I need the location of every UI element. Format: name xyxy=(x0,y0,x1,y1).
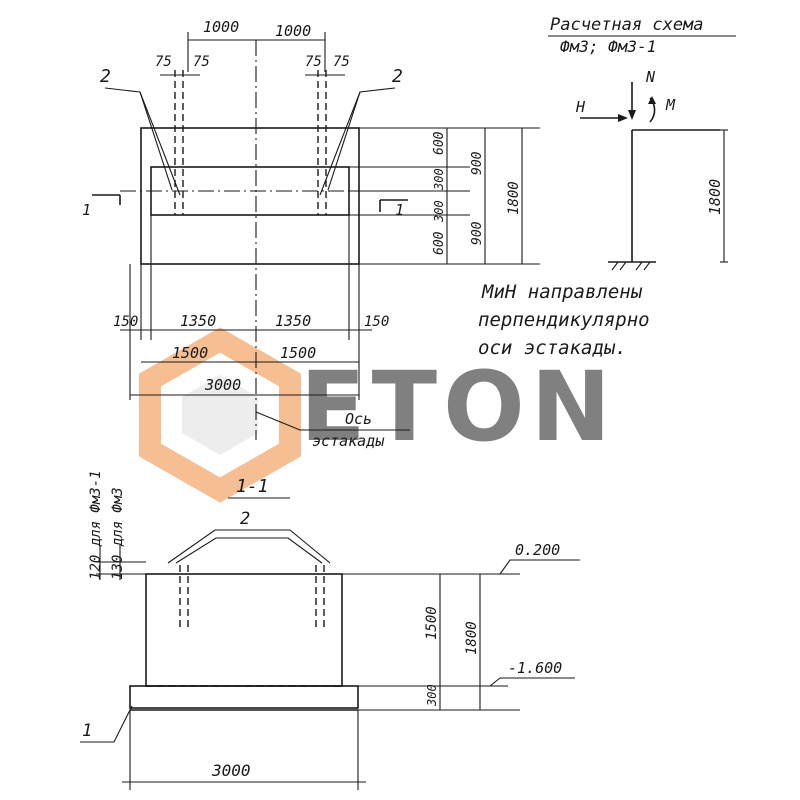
note: МиН направлены перпендикулярно оси эстак… xyxy=(478,281,650,359)
section-base-slab xyxy=(129,685,359,709)
plan-dim-150-right: 150 xyxy=(364,314,389,330)
calc-scheme: Расчетная схема Фм3; Фм3-1 1800 N H M xyxy=(548,15,736,271)
plan-axis-label-1: Ось xyxy=(345,410,372,428)
section-dim-1800: 1800 xyxy=(464,621,480,655)
watermark: ETON xyxy=(139,327,617,503)
plan-section-right: 1 xyxy=(395,201,404,219)
section-callout-base: 1 xyxy=(82,721,92,741)
scheme-height: 1800 xyxy=(706,179,724,215)
section-label-fm3: 130 для Фм3 xyxy=(110,487,126,580)
plan-dim-top-right: 1000 xyxy=(275,22,311,40)
plan-view: 2 2 1000 1000 75 75 75 75 1 1 600 300 30… xyxy=(82,18,540,450)
scheme-label-n: N xyxy=(645,68,656,86)
section-dim-300: 300 xyxy=(425,684,439,707)
section-title: 1-1 xyxy=(236,476,269,497)
plan-dim-300-b: 300 xyxy=(432,200,446,223)
plan-dim-1350-left: 1350 xyxy=(180,312,216,330)
plan-dim-1350-right: 1350 xyxy=(275,312,311,330)
watermark-text: ETON xyxy=(300,351,617,463)
scheme-label-h: H xyxy=(575,98,586,116)
section-view: 1-1 2 120 для Фм3-1 130 для Фм3 0.200 -1… xyxy=(80,470,580,790)
plan-axis-label-2: эстакады xyxy=(312,432,385,450)
plan-dim-900-top: 900 xyxy=(470,151,485,175)
watermark-logo-hex xyxy=(139,327,301,503)
scheme-title: Расчетная схема xyxy=(550,15,704,35)
section-callout-top: 2 xyxy=(240,509,250,529)
plan-dim-600-bottom: 600 xyxy=(432,231,447,255)
section-elev-top: 0.200 xyxy=(515,541,560,559)
plan-callout-right: 2 xyxy=(392,66,403,87)
section-elev-bottom: -1.600 xyxy=(508,659,562,677)
plan-section-left: 1 xyxy=(82,201,91,219)
plan-slab-outline xyxy=(140,127,360,265)
plan-dim-1500-right: 1500 xyxy=(280,344,316,362)
section-podium xyxy=(145,573,343,687)
plan-dim-1800: 1800 xyxy=(506,181,522,215)
plan-dim-600-top: 600 xyxy=(432,131,447,155)
plan-dim-900-bottom: 900 xyxy=(470,221,485,245)
section-label-fm31: 120 для Фм3-1 xyxy=(88,470,104,580)
scheme-subtitle: Фм3; Фм3-1 xyxy=(560,37,656,56)
plan-callout-left: 2 xyxy=(100,66,111,87)
plan-dim-1500-left: 1500 xyxy=(172,344,208,362)
plan-dim-top-left: 1000 xyxy=(203,18,239,36)
plan-bolt-left-b: 75 xyxy=(193,54,210,70)
note-line-3: оси эстакады. xyxy=(478,337,627,359)
plan-bolt-left-a: 75 xyxy=(155,54,172,70)
plan-dim-150-left: 150 xyxy=(113,314,138,330)
plan-bolt-right-a: 75 xyxy=(305,54,322,70)
plan-dim-300-a: 300 xyxy=(432,168,446,191)
scheme-label-m: M xyxy=(665,96,676,114)
section-dim-1500: 1500 xyxy=(424,606,440,640)
plan-dim-3000: 3000 xyxy=(204,376,241,394)
section-dim-3000: 3000 xyxy=(211,761,251,780)
note-line-1: МиН направлены xyxy=(481,281,643,303)
note-line-2: перпендикулярно xyxy=(478,309,650,331)
plan-bolt-right-b: 75 xyxy=(333,54,350,70)
